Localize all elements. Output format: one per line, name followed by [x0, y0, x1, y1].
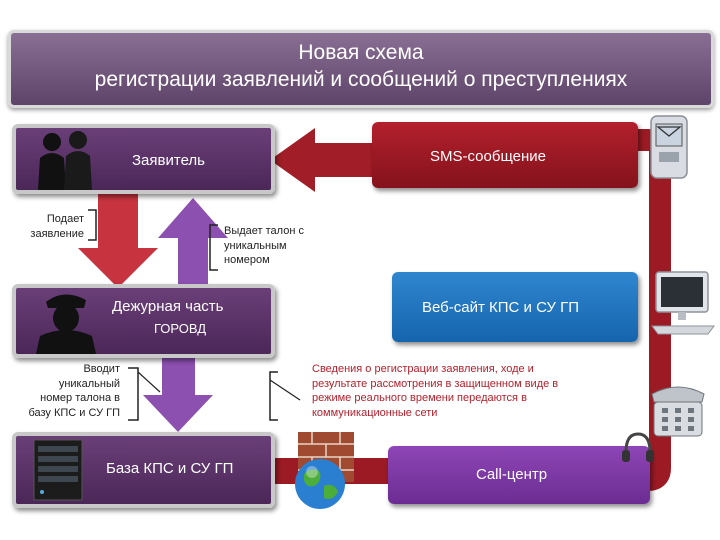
sms-box: SMS-сообщение: [372, 122, 638, 188]
bracket-enters: [128, 367, 139, 421]
officer-silhouette-icon: [36, 294, 96, 354]
sms-label: SMS-сообщение: [430, 148, 546, 165]
database-label: База КПС и СУ ГП: [106, 460, 234, 477]
website-label: Веб-сайт КПС и СУ ГП: [422, 299, 580, 316]
title-line-2: регистрации заявлений и сообщений о прес…: [94, 68, 628, 91]
desk-phone-icon: [651, 386, 705, 437]
callcenter-label: Call-центр: [476, 466, 548, 483]
database-box: База КПС и СУ ГП: [12, 432, 275, 508]
bracket-issues: [209, 224, 218, 271]
applicant-label: Заявитель: [132, 152, 205, 169]
arrow-sms-to-applicant: [270, 128, 380, 192]
globe-icon: [295, 459, 345, 509]
server-icon: [33, 439, 83, 501]
website-box: Веб-сайт КПС и СУ ГП: [392, 272, 638, 342]
arrow-duty-to-applicant: [158, 198, 228, 288]
title-line-1: Новая схема: [298, 41, 424, 64]
callcenter-box: Call-центр: [388, 446, 650, 504]
applicant-box: Заявитель: [12, 124, 275, 194]
phone-sms-icon: [650, 115, 688, 179]
title-banner: Новая схема регистрации заявлений и сооб…: [8, 30, 714, 108]
person-silhouettes-icon: [38, 131, 92, 190]
duty-sublabel: ГОРОВД: [154, 321, 207, 336]
headset-icon: [622, 432, 654, 462]
arrow-duty-to-database: [143, 352, 213, 432]
bracket-info: [269, 371, 278, 421]
computer-monitor-icon: [651, 271, 715, 335]
bracket-submits: [88, 209, 97, 241]
arrow-applicant-to-duty: [78, 192, 158, 288]
note-info: Сведения о регистрации заявления, ходе и…: [312, 363, 559, 419]
duty-label: Дежурная часть: [112, 298, 224, 315]
duty-box: Дежурная часть ГОРОВД: [12, 284, 275, 358]
